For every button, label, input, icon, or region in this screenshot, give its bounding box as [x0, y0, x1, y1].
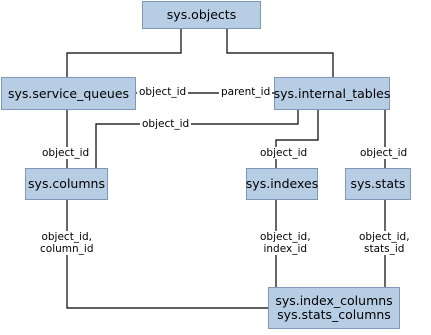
- edge-label: parent_id: [219, 86, 273, 98]
- connector-objects-to-internal-tables: [226, 29, 334, 77]
- table-name: sys.indexes: [245, 176, 319, 191]
- edge-label: object_id: [137, 86, 189, 98]
- table-box-index-stats-columns: sys.index_columns sys.stats_columns: [268, 287, 400, 329]
- table-box-sys-objects: sys.objects: [142, 1, 261, 29]
- edge-label-indexes-keys: object_id, index_id: [258, 231, 313, 255]
- edge-label-stats-keys: object_id, stats_id: [357, 231, 412, 255]
- table-box-columns: sys.columns: [25, 168, 108, 200]
- edge-label-line: object_id,: [260, 231, 311, 243]
- edge-label: object_id: [140, 118, 192, 130]
- table-box-internal-tables: sys.internal_tables: [274, 77, 390, 110]
- table-name: sys.objects: [166, 7, 237, 22]
- table-name: sys.index_columns: [275, 293, 393, 308]
- connector-objects-to-service-queues: [66, 29, 182, 77]
- table-box-service-queues: sys.service_queues: [1, 77, 136, 110]
- edge-label: object_id: [358, 147, 410, 159]
- edge-label-columns-keys: object_id, column_id: [38, 231, 96, 255]
- edge-label-line: column_id: [40, 243, 94, 255]
- table-name: sys.service_queues: [7, 85, 130, 101]
- edge-label-line: index_id: [263, 243, 308, 255]
- connector-internal-to-columns: [95, 110, 299, 168]
- table-name: sys.internal_tables: [273, 85, 391, 101]
- table-name: sys.stats_columns: [277, 307, 391, 322]
- edge-label-line: stats_id: [364, 243, 405, 255]
- table-box-indexes: sys.indexes: [246, 168, 318, 200]
- connector-columns-to-bottom: [66, 200, 268, 309]
- table-name: sys.stats: [350, 176, 406, 191]
- edge-label-line: object_id,: [41, 231, 92, 243]
- connector-internal-to-indexes: [275, 110, 319, 168]
- table-box-stats: sys.stats: [345, 168, 411, 200]
- edge-label: object_id: [40, 147, 92, 159]
- edge-label-line: object_id,: [359, 231, 410, 243]
- edge-label: object_id: [258, 147, 310, 159]
- table-name: sys.columns: [28, 176, 105, 191]
